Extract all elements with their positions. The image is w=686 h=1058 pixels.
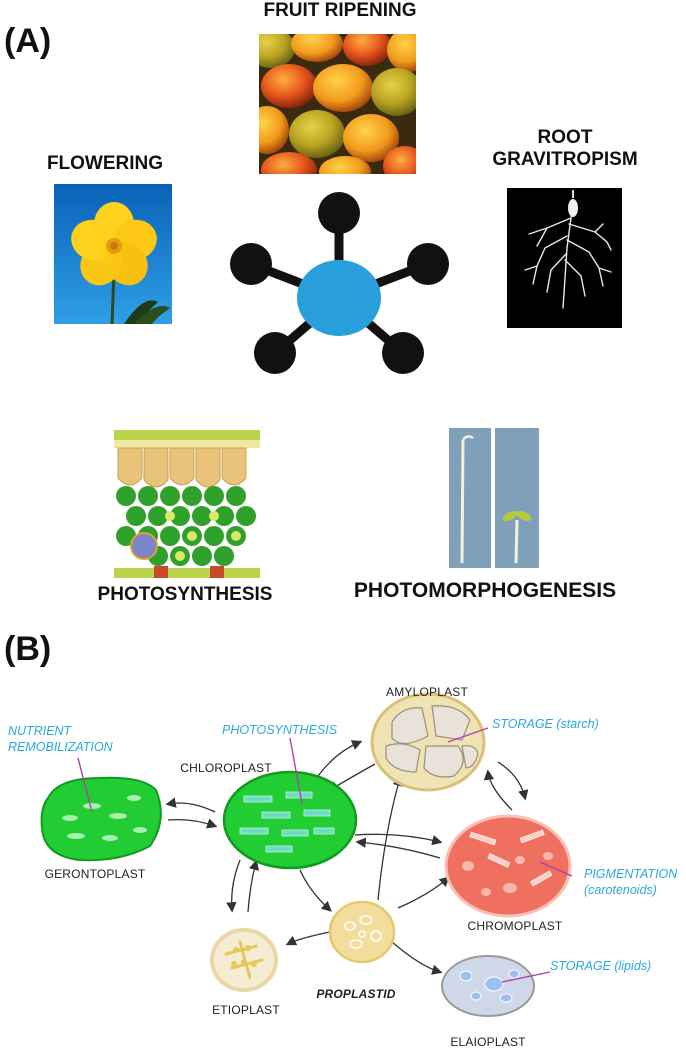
hub-node-bottom-right (382, 332, 424, 374)
pigmentation-note-line1: PIGMENTATION (584, 867, 678, 881)
root-gravitropism-label: ROOT GRAVITROPISM (470, 127, 660, 171)
chromoplast-shape (444, 814, 572, 918)
pigmentation-note: PIGMENTATION (carotenoids) (584, 866, 677, 899)
hub-node-left (230, 243, 272, 285)
panel-a-label: (A) (4, 22, 52, 60)
nutrient-note-line2: REMOBILIZATION (8, 740, 113, 755)
root-label-line2: GRAVITROPISM (492, 148, 638, 170)
hub-node-bottom-left (254, 332, 296, 374)
hub-center (297, 260, 381, 336)
fruit-ripening-image (259, 34, 416, 174)
pigmentation-note-line2: (carotenoids) (584, 883, 657, 898)
hub-node-right (407, 243, 449, 285)
flowering-image (54, 184, 172, 324)
root-label-line1: ROOT (537, 127, 593, 148)
root-gravitropism-image (507, 188, 622, 328)
photosynthesis-image (114, 430, 260, 578)
hub-node-top (318, 192, 360, 234)
etioplast-label: ETIOPLAST (212, 1003, 280, 1017)
conversion-arrows (165, 740, 529, 975)
plastid-interconversion-diagram (40, 692, 573, 1017)
chromoplast-label: CHROMOPLAST (467, 919, 563, 933)
etioplast-shape (210, 928, 278, 992)
flowering-label: FLOWERING (46, 153, 164, 174)
photosynthesis-label: PHOTOSYNTHESIS (97, 584, 273, 605)
fruit-ripening-label: FRUIT RIPENING (263, 0, 417, 21)
storage-starch-note: STORAGE (starch) (492, 717, 599, 731)
proplastid-label: PROPLASTID (316, 987, 396, 1001)
amyloplast-shape (370, 692, 486, 792)
photosynthesis-note: PHOTOSYNTHESIS (222, 723, 338, 737)
elaioplast-label: ELAIOPLAST (450, 1035, 526, 1049)
chloroplast-label: CHLOROPLAST (180, 761, 272, 775)
panel-b-label: (B) (4, 630, 52, 668)
photomorphogenesis-image (449, 428, 539, 568)
storage-lipids-note: STORAGE (lipids) (550, 959, 652, 973)
photomorphogenesis-label: PHOTOMORPHOGENESIS (353, 579, 617, 602)
amyloplast-label: AMYLOPLAST (385, 685, 469, 699)
gerontoplast-shape (40, 776, 162, 862)
gerontoplast-label: GERONTOPLAST (44, 867, 146, 881)
function-pointers (77, 727, 573, 983)
signaling-hub-diagram (230, 192, 449, 374)
elaioplast-shape (441, 955, 535, 1017)
nutrient-remobilization-note: NUTRIENT REMOBILIZATION (8, 723, 113, 756)
nutrient-note-line1: NUTRIENT (8, 724, 72, 738)
chloroplast-shape (222, 770, 358, 870)
proplastid-shape (328, 900, 396, 964)
